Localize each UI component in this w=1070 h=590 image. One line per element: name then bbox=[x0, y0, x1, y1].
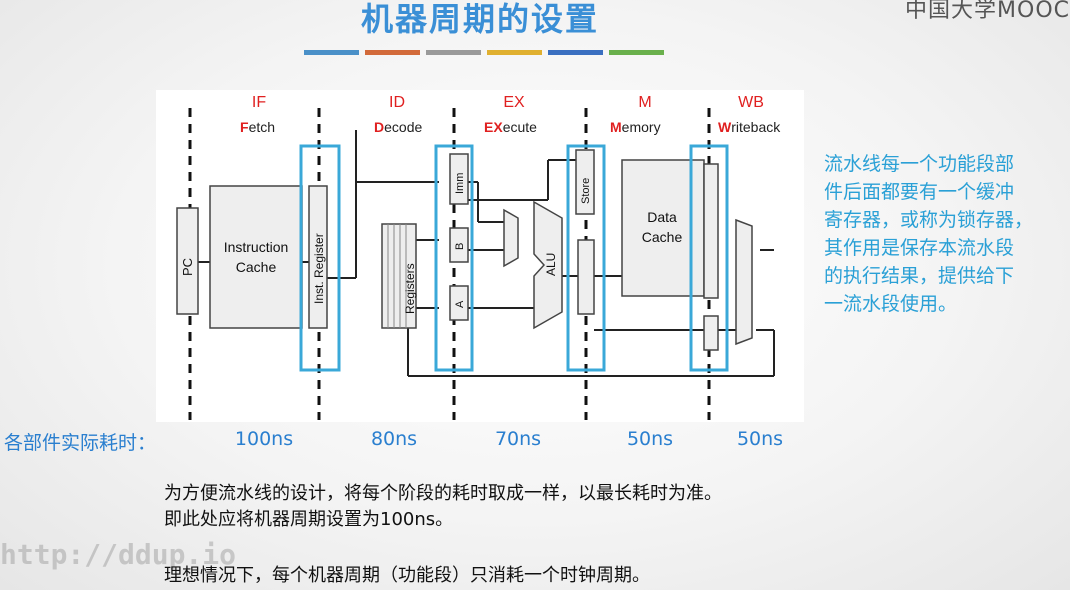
pipeline-diagram: IF ID EX M WB Fetch Decode EXecute Memor… bbox=[156, 90, 804, 422]
title-bar-1 bbox=[304, 50, 359, 55]
stage-full-execute: EXecute bbox=[484, 119, 537, 135]
stage-full-writeback-initial: W bbox=[718, 119, 732, 135]
stage-full-execute-rest: ecute bbox=[503, 119, 537, 135]
page-title: 机器周期的设置 bbox=[360, 0, 599, 38]
stage-full-writeback-rest: riteback bbox=[731, 119, 781, 135]
side-note-line-2: 件后面都要有一个缓冲 bbox=[824, 181, 1015, 203]
pc-label: PC bbox=[180, 258, 195, 276]
stage-name-wb: WB bbox=[738, 94, 764, 111]
stage-full-memory-rest: emory bbox=[622, 119, 661, 135]
side-note: 流水线每一个功能段部 件后面都要有一个缓冲 寄存器，或称为锁存器， 其作用是保存… bbox=[824, 150, 1070, 318]
b-label: B bbox=[454, 243, 466, 250]
stage-full-memory-initial: M bbox=[610, 119, 622, 135]
title-bar-6 bbox=[609, 50, 664, 55]
registers-grid bbox=[387, 224, 407, 328]
wb-data-latch bbox=[703, 163, 719, 299]
stage-full-memory: Memory bbox=[610, 119, 661, 135]
instruction-cache-label-2: Cache bbox=[236, 259, 277, 275]
imm-label: Imm bbox=[454, 173, 466, 194]
latch-highlights bbox=[299, 144, 729, 372]
stage-name-if: IF bbox=[252, 94, 266, 111]
alu-out-latch bbox=[577, 239, 595, 315]
timing-if: 100ns bbox=[234, 428, 294, 450]
alu-input-mux bbox=[503, 208, 519, 268]
stage-name-id: ID bbox=[389, 94, 405, 111]
instruction-cache bbox=[209, 185, 303, 329]
alu bbox=[533, 200, 563, 330]
instruction-cache-label-1: Instruction bbox=[224, 239, 289, 255]
side-note-line-4: 其作用是保存本流水段 bbox=[824, 237, 1015, 259]
inst-register bbox=[308, 185, 328, 329]
b-latch bbox=[449, 227, 469, 263]
note-line-2: 即此处应将机器周期设置为100ns。 bbox=[164, 509, 454, 530]
wb-alu-latch bbox=[703, 315, 719, 351]
stage-name-m: M bbox=[638, 94, 651, 111]
highlight-ex-mem bbox=[566, 144, 606, 372]
side-note-line-1: 流水线每一个功能段部 bbox=[824, 153, 1015, 175]
mooc-logo: 中国大学MOOC bbox=[905, 0, 1070, 23]
title-bar-3 bbox=[426, 50, 481, 55]
stage-full-fetch: Fetch bbox=[240, 119, 275, 135]
timing-id: 80ns bbox=[370, 428, 418, 450]
side-note-line-3: 寄存器，或称为锁存器， bbox=[824, 209, 1034, 231]
watermark: http://ddup.io bbox=[0, 538, 237, 571]
data-cache-label-2: Cache bbox=[642, 229, 683, 245]
stage-full-execute-initial: EX bbox=[484, 119, 503, 135]
note-line-3: 理想情况下，每个机器周期（功能段）只消耗一个时钟周期。 bbox=[164, 565, 650, 586]
title-bar-2 bbox=[365, 50, 420, 55]
stage-full-decode-rest: ecode bbox=[384, 119, 422, 135]
stage-full-decode: Decode bbox=[374, 119, 422, 135]
stage-full-fetch-rest: etch bbox=[249, 119, 275, 135]
a-label: A bbox=[454, 300, 466, 308]
title-bar-4 bbox=[487, 50, 542, 55]
registers-label: Registers bbox=[403, 263, 417, 314]
pipeline-svg: IF ID EX M WB Fetch Decode EXecute Memor… bbox=[176, 94, 781, 420]
inst-register-label: Inst. Register bbox=[312, 233, 326, 304]
highlight-if-id bbox=[299, 144, 341, 372]
timing-ex: 70ns bbox=[494, 428, 542, 450]
note-line-1: 为方便流水线的设计，将每个阶段的耗时取成一样，以最长耗时为准。 bbox=[164, 483, 722, 504]
highlight-mem-wb bbox=[689, 144, 729, 372]
stage-full-fetch-initial: F bbox=[240, 119, 249, 135]
pc-register bbox=[176, 207, 199, 315]
alu-label: ALU bbox=[544, 253, 558, 276]
data-cache-label-1: Data bbox=[647, 209, 677, 225]
side-note-line-6: 一流水段使用。 bbox=[824, 293, 958, 315]
title-bar-5 bbox=[548, 50, 603, 55]
store-label: Store bbox=[580, 178, 592, 204]
stage-name-ex: EX bbox=[503, 94, 525, 111]
stage-full-decode-initial: D bbox=[374, 119, 384, 135]
timing-label: 各部件实际耗时： bbox=[4, 432, 157, 454]
a-latch bbox=[449, 285, 469, 321]
stage-full-writeback: Writeback bbox=[718, 119, 781, 135]
store-latch bbox=[575, 149, 595, 215]
timing-m: 50ns bbox=[626, 428, 674, 450]
writeback-mux bbox=[735, 218, 753, 346]
imm-latch bbox=[449, 153, 469, 205]
timing-wb: 50ns bbox=[736, 428, 784, 450]
highlight-id-ex bbox=[434, 144, 474, 372]
side-note-line-5: 的执行结果，提供给下 bbox=[824, 265, 1015, 287]
